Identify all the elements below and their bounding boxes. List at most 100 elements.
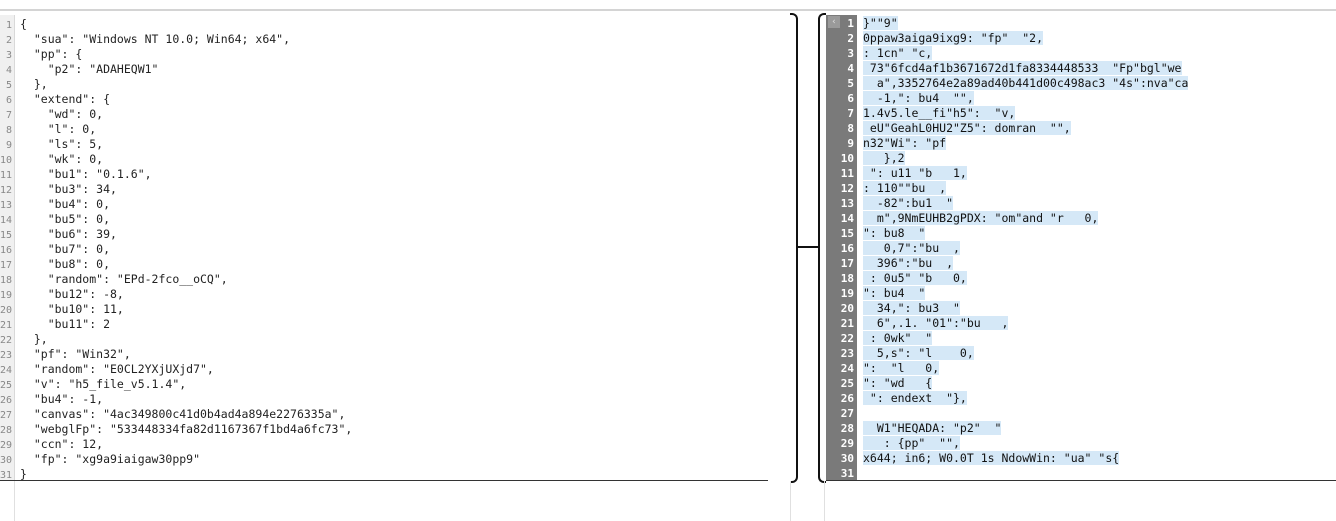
code-line[interactable]: 10 },2 — [826, 151, 1336, 166]
line-number: 26 — [840, 392, 854, 405]
code-line[interactable]: 14 "bu5": 0, — [0, 212, 768, 227]
code-line[interactable]: 9 "ls": 5, — [0, 137, 768, 152]
code-line[interactable]: 14 m",9NmEUHB2gPDX: "om"and "r 0, — [826, 211, 1336, 226]
code-line[interactable]: 4 "p2": "ADAHEQW1" — [0, 62, 768, 77]
code-line[interactable]: 18 : 0u5" "b 0, — [826, 271, 1336, 286]
selection-highlight: m",9NmEUHB2gPDX: "om"and "r 0, — [863, 211, 1099, 225]
line-text: -1,": bu4 "", — [863, 91, 974, 106]
line-text: W1"HEQADA: "p2" " — [863, 421, 1002, 436]
code-line[interactable]: 12: 110""bu , — [826, 181, 1336, 196]
code-line[interactable]: 13 "bu4": 0, — [0, 197, 768, 212]
code-line[interactable]: 3 "pp": { — [0, 47, 768, 62]
code-line[interactable]: 15 "bu6": 39, — [0, 227, 768, 242]
line-text: ": u11 "b 1, — [863, 166, 967, 181]
line-text: { — [20, 17, 27, 31]
code-line[interactable]: 19": bu4 " — [826, 286, 1336, 301]
line-text: 1.4v5.le__fi"h5": "v, — [863, 106, 1016, 121]
code-line[interactable]: 7 "wd": 0, — [0, 107, 768, 122]
code-line[interactable]: 23 "pf": "Win32", — [0, 347, 768, 362]
selection-highlight: eU"GeahL0HU2"Z5": domran "", — [863, 121, 1071, 135]
code-line[interactable]: 27 "canvas": "4ac349800c41d0b4ad4a894e22… — [0, 407, 768, 422]
code-line[interactable]: 29 "ccn": 12, — [0, 437, 768, 452]
code-line[interactable]: 28 "webglFp": "533448334fa82d1167367f1bd… — [0, 422, 768, 437]
code-line[interactable]: 11 "bu1": "0.1.6", — [0, 167, 768, 182]
code-line[interactable]: 2 "sua": "Windows NT 10.0; Win64; x64", — [0, 32, 768, 47]
code-line[interactable]: 11 ": u11 "b 1, — [826, 166, 1336, 181]
line-text: "ls": 5, — [20, 137, 104, 151]
code-line[interactable]: 25 "v": "h5_file_v5.1.4", — [0, 377, 768, 392]
code-line[interactable]: 20 34,": bu3 " — [826, 301, 1336, 316]
line-text: ": "l 0, — [863, 361, 940, 376]
line-number: 6 — [847, 92, 854, 105]
left-editor[interactable]: 1{2 "sua": "Windows NT 10.0; Win64; x64"… — [0, 15, 768, 481]
code-line[interactable]: 12 "bu3": 34, — [0, 182, 768, 197]
code-line[interactable]: 24": "l 0, — [826, 361, 1336, 376]
code-line[interactable]: 16 0,7":"bu , — [826, 241, 1336, 256]
code-line[interactable]: 19 "bu12": -8, — [0, 287, 768, 302]
code-line[interactable]: 5 }, — [0, 77, 768, 92]
code-line[interactable]: 25": "wd { — [826, 376, 1336, 391]
code-line[interactable]: 21 6",.1. "01":"bu , — [826, 316, 1336, 331]
code-line[interactable]: 10 "wk": 0, — [0, 152, 768, 167]
code-line[interactable]: 27 — [826, 406, 1336, 421]
line-text: 0,7":"bu , — [863, 241, 960, 256]
line-number: 8 — [5, 125, 12, 136]
code-line[interactable]: 29 : {pp" "", — [826, 436, 1336, 451]
line-text: "fp": "xg9a9iaigaw30pp9" — [20, 452, 201, 466]
code-line[interactable]: 28 W1"HEQADA: "p2" " — [826, 421, 1336, 436]
line-number: 25 — [840, 377, 854, 390]
code-line[interactable]: 26 ": endext "}, — [826, 391, 1336, 406]
code-line[interactable]: 23 5,s": "l 0, — [826, 346, 1336, 361]
line-number: 31 — [840, 467, 854, 480]
line-text: 5,s": "l 0, — [863, 346, 974, 361]
code-line[interactable]: 17 "bu8": 0, — [0, 257, 768, 272]
line-text: "bu7": 0, — [20, 242, 111, 256]
code-line[interactable]: 17 396":"bu , — [826, 256, 1336, 271]
code-line[interactable]: 5 a",3352764e2a89ad40b441d00c498ac3 "4s"… — [826, 76, 1336, 91]
code-line[interactable]: 15": bu8 " — [826, 226, 1336, 241]
line-text: a",3352764e2a89ad40b441d00c498ac3 "4s":n… — [863, 76, 1189, 91]
code-line[interactable]: 6 -1,": bu4 "", — [826, 91, 1336, 106]
code-line[interactable]: 13 -82":bu1 " — [826, 196, 1336, 211]
code-line[interactable]: 30 "fp": "xg9a9iaigaw30pp9" — [0, 452, 768, 467]
code-line[interactable]: 26 "bu4": -1, — [0, 392, 768, 407]
code-line[interactable]: 21 "bu11": 2 — [0, 317, 768, 332]
selection-highlight: 73"6fcd4af1b3671672d1fa8334448533 "Fp"bg… — [863, 61, 1182, 75]
code-line[interactable]: 1}""9" — [826, 16, 1336, 31]
code-line[interactable]: 31 — [826, 466, 1336, 481]
code-line[interactable]: 4 73"6fcd4af1b3671672d1fa8334448533 "Fp"… — [826, 61, 1336, 76]
code-line[interactable]: 18 "random": "EPd-2fco__oCQ", — [0, 272, 768, 287]
line-number: 28 — [0, 425, 13, 436]
right-bracket-divider — [818, 13, 826, 483]
code-line[interactable]: 24 "random": "E0CL2YXjUXjd7", — [0, 362, 768, 377]
code-line[interactable]: 20 "bu10": 11, — [0, 302, 768, 317]
line-text: "canvas": "4ac349800c41d0b4ad4a894e22763… — [20, 407, 346, 421]
code-line[interactable]: 1{ — [0, 17, 768, 32]
line-number: 18 — [0, 275, 13, 286]
selection-highlight: : 1cn" "c, — [863, 46, 933, 60]
selection-highlight: 1.4v5.le__fi"h5": "v, — [863, 106, 1016, 120]
code-line[interactable]: 31} — [0, 467, 768, 482]
line-number: 8 — [847, 122, 854, 135]
code-line[interactable]: 22 : 0wk" " — [826, 331, 1336, 346]
line-text: "pp": { — [20, 47, 83, 61]
selection-highlight: : 0u5" "b 0, — [863, 271, 967, 285]
code-line[interactable]: 8 "l": 0, — [0, 122, 768, 137]
code-line[interactable]: 3: 1cn" "c, — [826, 46, 1336, 61]
line-number: 26 — [0, 395, 13, 406]
code-line[interactable]: 8 eU"GeahL0HU2"Z5": domran "", — [826, 121, 1336, 136]
line-number: 2 — [847, 32, 854, 45]
line-text: : 1cn" "c, — [863, 46, 933, 61]
selection-highlight: -1,": bu4 "", — [863, 91, 974, 105]
code-line[interactable]: 22 }, — [0, 332, 768, 347]
collapse-arrow-icon[interactable]: ‹ — [828, 16, 840, 28]
code-line[interactable]: 6 "extend": { — [0, 92, 768, 107]
line-number: 12 — [840, 182, 854, 195]
code-line[interactable]: 16 "bu7": 0, — [0, 242, 768, 257]
selection-highlight: ": u11 "b 1, — [863, 166, 967, 180]
